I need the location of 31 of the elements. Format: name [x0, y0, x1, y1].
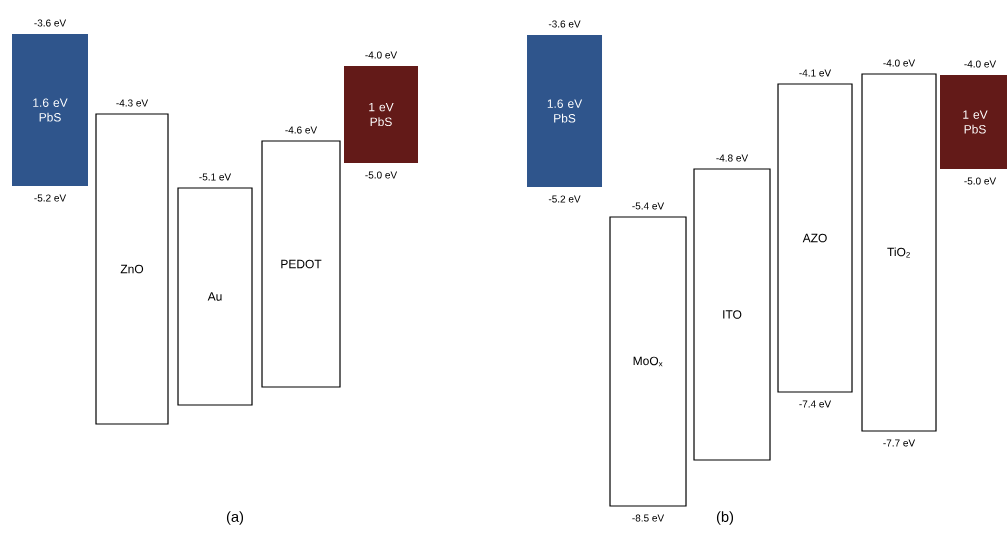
energy-label: -4.0 eV	[964, 60, 997, 68]
energy-label: -5.2 eV	[548, 195, 581, 203]
energy-label: -5.0 eV	[365, 171, 398, 179]
energy-label: -4.0 eV	[365, 51, 398, 59]
level-box: Au	[177, 187, 253, 406]
panel-label: (b)	[716, 511, 734, 525]
level-box: AZO	[777, 83, 853, 393]
level-box: ITO	[693, 168, 771, 461]
energy-label: -4.1 eV	[799, 69, 832, 77]
energy-label: -3.6 eV	[548, 20, 581, 28]
energy-label: -7.4 eV	[799, 400, 832, 408]
band-box: 1 eV PbS	[344, 66, 418, 163]
energy-label: -4.3 eV	[116, 99, 149, 107]
level-box: PEDOT	[261, 140, 341, 388]
energy-label: -4.8 eV	[716, 154, 749, 162]
energy-label: -5.4 eV	[632, 202, 665, 210]
band-box: 1.6 eV PbS	[527, 35, 602, 187]
energy-label: -7.7 eV	[883, 439, 916, 447]
level-box: MoO$_{x}$	[609, 216, 687, 507]
energy-label: -8.5 eV	[632, 514, 665, 522]
band-box: 1.6 eV PbS	[12, 34, 88, 186]
energy-label: -5.0 eV	[964, 177, 997, 185]
energy-label: -5.2 eV	[34, 194, 67, 202]
level-box: TiO$_{2}$	[861, 73, 937, 432]
energy-label: -4.6 eV	[285, 126, 318, 134]
energy-label: -3.6 eV	[34, 19, 67, 27]
band-box: 1 eV PbS	[940, 75, 1007, 169]
panel-label: (a)	[226, 511, 244, 525]
level-box: ZnO	[95, 113, 169, 425]
energy-label: -5.1 eV	[199, 173, 232, 181]
energy-label: -4.0 eV	[883, 59, 916, 67]
